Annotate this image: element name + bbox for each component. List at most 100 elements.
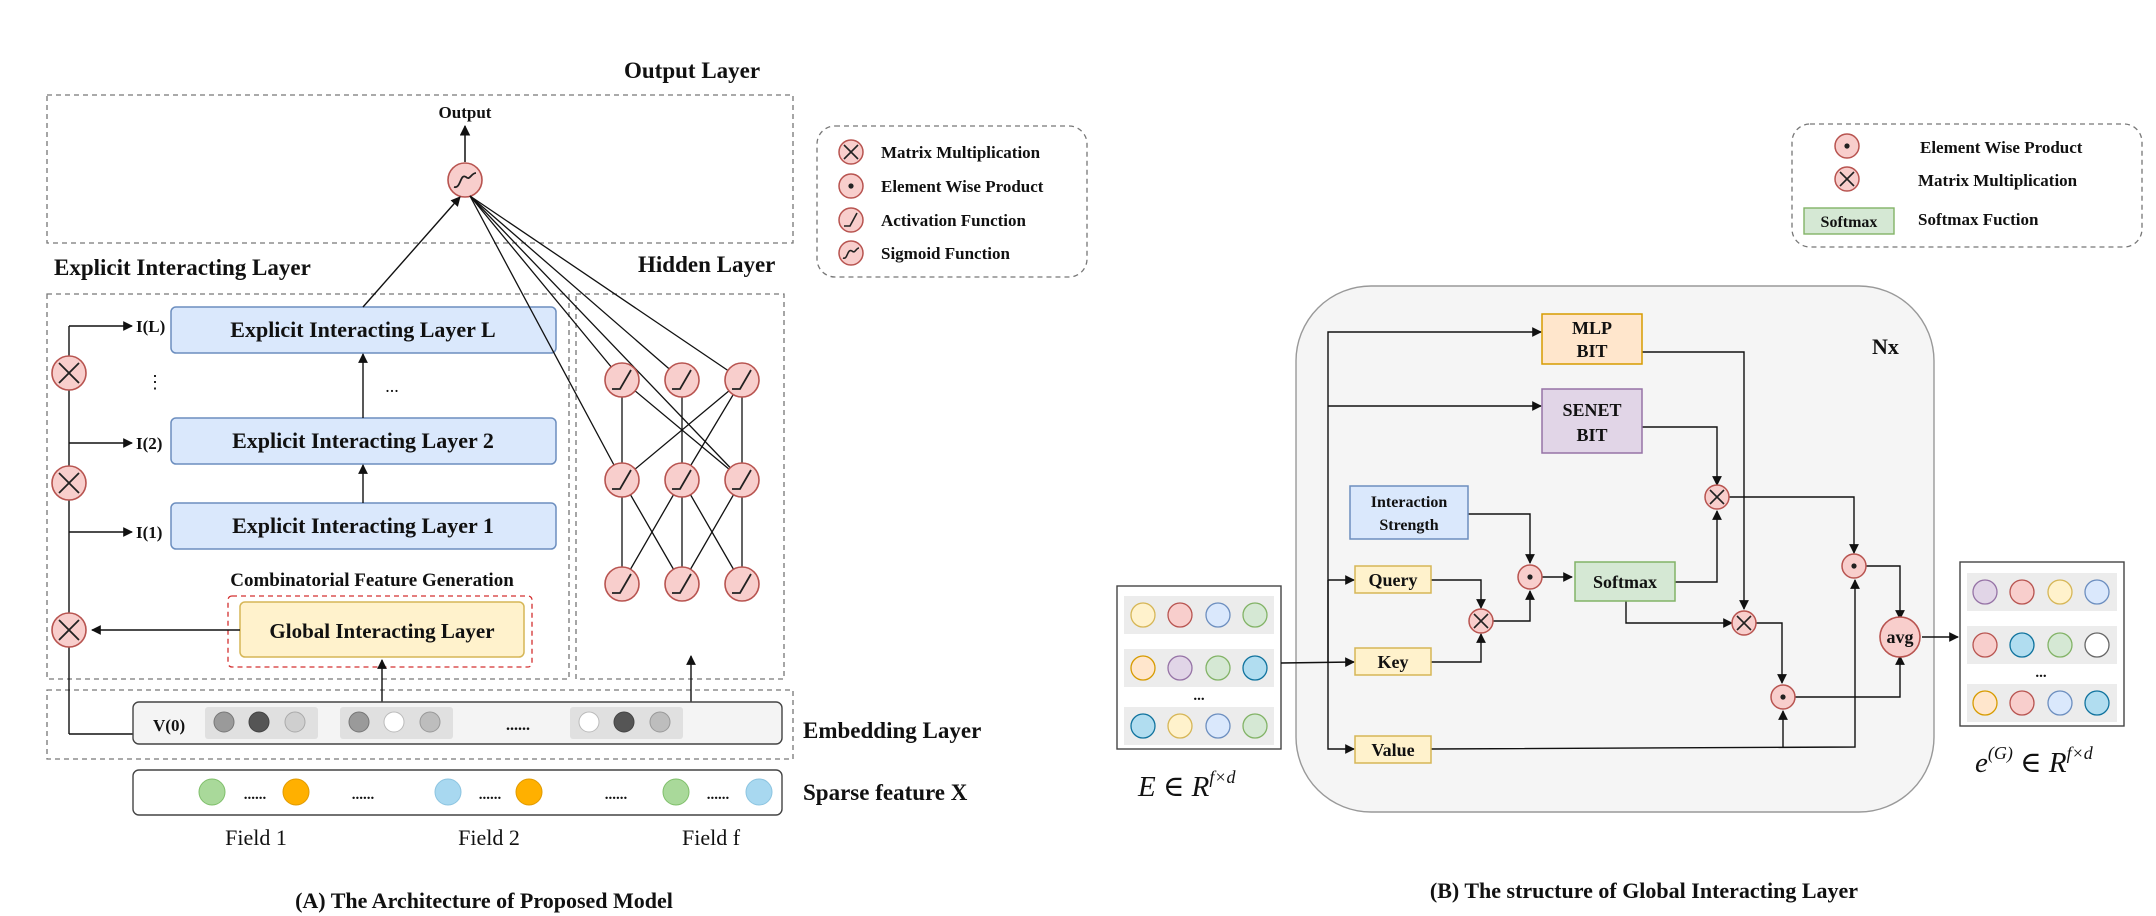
legend-a-label: Matrix Multiplication [881,143,1041,162]
mult-icon-1 [51,612,87,648]
input-math: E ∈ Rf×d [1137,767,1237,803]
legend-b-frame [1791,123,2143,248]
mlp-bit-line-2: BIT [1576,341,1607,361]
hidden-layer-frame [575,293,785,680]
embedding-dot [284,711,306,733]
key-box: Key [1354,647,1432,676]
explicit-layer-2: Explicit Interacting Layer 2 [170,417,557,465]
explicit-layer-1-label: Explicit Interacting Layer 1 [232,513,494,538]
legend-a-label: Element Wise Product [881,177,1044,196]
embedding-layer-frame [46,689,794,760]
panel-a: Output Layer Explicit Interacting Layer … [46,58,1088,913]
senet-bit-line-1: SENET [1562,400,1621,420]
element-wise-product-icon [1517,564,1543,590]
activation-icon [724,462,760,498]
legend-a-frame [816,125,1088,278]
activation-function-icon [838,207,864,233]
softmax-label: Softmax [1593,572,1657,592]
output-math: e(G) ∈ Rf×d [1975,743,2094,779]
element-wise-product-icon [1834,133,1860,159]
feature-dot [515,778,543,806]
activation-icon [724,566,760,602]
legend-a-label: Activation Function [881,211,1027,230]
activation-icon [664,566,700,602]
interaction-label-1: I(1) [136,523,162,542]
vertical-ellipsis: ⋮ [146,372,164,392]
senet-bit-box: SENET BIT [1541,388,1643,454]
panel-b-caption: (B) The structure of Global Interacting … [1430,878,1858,903]
activation-icon [724,362,760,398]
matrix-multiplication-icon [1468,608,1494,634]
element-wise-product-icon [1841,553,1867,579]
mlp-bit-line-1: MLP [1572,318,1612,338]
output-layer-title: Output Layer [624,58,760,83]
embedding-dot [383,711,405,733]
mlp-bit-box: MLP BIT [1541,313,1643,365]
interaction-strength-box: Interaction Strength [1349,485,1469,540]
feature-dot [662,778,690,806]
element-wise-product-icon [838,173,864,199]
embedding-dot [649,711,671,733]
panel-a-caption: (A) The Architecture of Proposed Model [295,888,673,913]
sparse-ellipsis: ...... [707,787,730,803]
interaction-strength-line-1: Interaction [1371,494,1448,511]
key-label: Key [1378,652,1409,672]
sparse-ellipsis: ...... [605,787,628,803]
sparse-ellipsis: ...... [244,787,267,803]
input-ellipsis: ... [1193,688,1205,704]
combinatorial-label: Combinatorial Feature Generation [230,570,514,591]
v0-label: V(0) [153,716,185,735]
explicit-layer-l-label: Explicit Interacting Layer L [230,317,495,342]
sparse-ellipsis: ...... [479,787,502,803]
explicit-layer-l: Explicit Interacting Layer L [170,306,557,354]
explicit-layer-2-label: Explicit Interacting Layer 2 [232,428,494,453]
softmax-box: Softmax [1574,561,1676,602]
interaction-label-2: I(2) [136,434,162,453]
softmax-legend-box-text: Softmax [1821,214,1878,231]
value-box: Value [1354,735,1432,764]
embedding-dot [348,711,370,733]
explicit-layer-frame [46,293,570,680]
legend-b-label: Element Wise Product [1920,138,2083,157]
activation-icon [664,462,700,498]
output-label: Output [439,103,492,122]
mult-icon-3 [51,355,87,391]
matrix-multiplication-icon [838,139,864,165]
feature-dot [434,778,462,806]
embedding-dot [419,711,441,733]
explicit-layer-1: Explicit Interacting Layer 1 [170,502,557,550]
embedding-ellipsis: ...... [506,717,530,734]
sigmoid-output-icon [447,162,483,198]
feature-dot [282,778,310,806]
activation-icon [604,462,640,498]
hidden-network-edges [469,195,743,585]
value-label: Value [1371,740,1414,760]
feature-dot [198,778,226,806]
activation-icon [664,362,700,398]
query-label: Query [1369,570,1418,590]
matrix-multiplication-icon [1731,610,1757,636]
interaction-strength-line-2: Strength [1379,517,1438,534]
sparse-ellipsis: ...... [352,787,375,803]
legend-b-label: Matrix Multiplication [1918,171,2078,190]
softmax-legend-box [1803,207,1895,235]
output-layer-frame [46,94,794,244]
interaction-label-l: I(L) [136,317,165,336]
input-matrix-dots [1130,602,1268,739]
output-matrix-dots [1972,579,2110,716]
embedding-dot [578,711,600,733]
panel-b: Softmax Element Wise Product Matrix Mult… [1116,123,2143,903]
senet-bit-line-2: BIT [1576,425,1607,445]
element-wise-product-icon [1770,684,1796,710]
arrow-lL-output [362,196,461,308]
matrix-multiplication-icon [1834,166,1860,192]
mult-icon-2 [51,465,87,501]
global-interacting-layer: Global Interacting Layer [239,601,525,658]
avg-node: avg [1879,616,1921,658]
avg-label: avg [1887,627,1914,647]
combinatorial-frame [227,595,533,668]
feature-dot [745,778,773,806]
embedding-layer-title: Embedding Layer [803,718,981,743]
sigmoid-function-icon [838,240,864,266]
